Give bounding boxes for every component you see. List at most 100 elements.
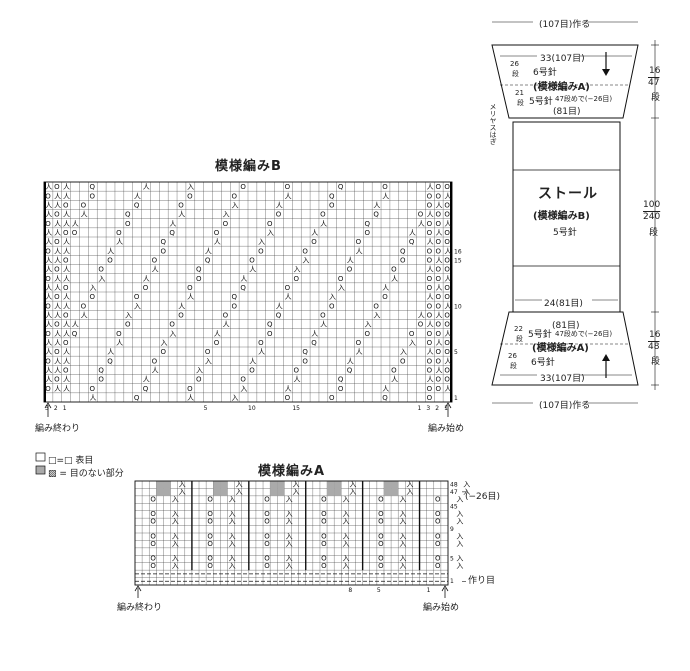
chart-b-symbol: O — [382, 183, 388, 191]
no-stitch-cell — [277, 481, 285, 496]
chart-b-symbol: O — [427, 192, 433, 200]
chart-b-col-number: 1 — [444, 405, 448, 412]
chart-b-symbol: O — [45, 192, 51, 200]
chart-a-symbol: O — [435, 518, 441, 526]
chart-b-symbol: 人 — [285, 192, 292, 200]
chart-b-symbol: 人 — [444, 385, 451, 393]
chart-a-symbol: 入 — [342, 532, 349, 540]
chart-b-lines — [43, 181, 453, 403]
chart-a-symbol: 入 — [236, 480, 243, 488]
chart-b-symbol: O — [152, 357, 158, 365]
chart-b-col-number: 1 — [418, 405, 422, 412]
chart-b-symbol: 人 — [45, 183, 52, 191]
chart-a-symbol: O — [321, 532, 327, 540]
chart-a-symbol: 入 — [229, 562, 236, 570]
chart-b-symbol: O — [267, 220, 273, 228]
chart-a-symbol: O — [207, 518, 213, 526]
chart-a-symbol: 入 — [286, 495, 293, 503]
chart-b-symbol: 人 — [285, 293, 292, 301]
chart-b-symbol: O — [285, 394, 291, 402]
chart-b-symbol: 人 — [45, 257, 52, 265]
chart-b-col-number: 3 — [426, 405, 430, 412]
chart-b-symbol: O — [223, 220, 229, 228]
chart-b-symbol: Q — [231, 293, 237, 301]
chart-b-symbol: 人 — [152, 367, 159, 375]
chart-b-symbol: O — [444, 284, 450, 292]
chart-b-symbol: 入 — [90, 284, 97, 292]
chart-a-symbol: 入 — [286, 518, 293, 526]
chart-b-symbol: 人 — [54, 330, 61, 338]
chart-b-symbol: O — [435, 192, 441, 200]
chart-a-symbol: 入 — [229, 518, 236, 526]
chart-b-symbol: O — [267, 330, 273, 338]
chart-b-symbol: Q — [161, 238, 167, 246]
chart-a-symbol: 入 — [342, 562, 349, 570]
chart-b-symbol: 人 — [45, 202, 52, 210]
chart-b-symbol: Q — [125, 211, 131, 219]
chart-b-symbol: O — [400, 357, 406, 365]
chart-a-symbol: 入 — [286, 540, 293, 548]
chart-a-symbol: 入 — [229, 510, 236, 518]
chart-b-symbol: O — [427, 330, 433, 338]
chart-b-symbol: Q — [400, 247, 406, 255]
chart-a-symbol: 入 — [399, 495, 406, 503]
chart-a-symbol: O — [378, 555, 384, 563]
chart-b-symbol: O — [435, 275, 441, 283]
rows26-top-unit: 段 — [512, 70, 519, 78]
chart-a-symbol: 入 — [456, 555, 463, 563]
chart-a-symbol: O — [264, 518, 270, 526]
chart-a-symbol: 入 — [172, 510, 179, 518]
chart-b-symbol: O — [45, 385, 51, 393]
chart-b-symbol: O — [54, 348, 60, 356]
chart-b-symbol: 人 — [63, 385, 70, 393]
chart-b-symbol: O — [54, 266, 60, 274]
side-top-rows: 47 — [648, 78, 660, 88]
chart-b-symbol: 人 — [45, 211, 52, 219]
chart-b-symbol: O — [427, 385, 433, 393]
chart-b-symbol: 人 — [205, 247, 212, 255]
chart-b-symbol: Q — [267, 321, 273, 329]
chart-a-symbol: 入 — [172, 518, 179, 526]
no-stitch-cell — [327, 481, 335, 496]
chart-b-symbol: O — [427, 284, 433, 292]
chart-b-symbol: O — [400, 257, 406, 265]
chart-a-symbol: 入 — [172, 532, 179, 540]
chart-a-dec-note: (−26目) — [465, 492, 501, 502]
chart-b-symbol: Q — [98, 367, 104, 375]
chart-b-symbol: O — [444, 202, 450, 210]
chart-b-symbol: 人 — [107, 247, 114, 255]
chart-b-symbol: O — [143, 284, 149, 292]
chart-b-symbol: 人 — [249, 266, 256, 274]
chart-b-start-label: 編み始め — [428, 424, 465, 434]
chart-b-symbol: 人 — [382, 284, 389, 292]
chart-b-symbol: 人 — [391, 275, 398, 283]
rows22-bottom-num: 22 — [514, 325, 523, 333]
chart-b-symbol: O — [276, 211, 282, 219]
chart-a-symbol: 入 — [172, 495, 179, 503]
chart-b-symbol: O — [187, 385, 193, 393]
chart-b-symbol: O — [302, 357, 308, 365]
chart-b-symbol: 人 — [444, 275, 451, 283]
chart-b-col-number: 1 — [63, 405, 67, 412]
chart-b-symbol: O — [178, 312, 184, 320]
chart-b-symbol: O — [444, 367, 450, 375]
chart-a-symbol: 入 — [229, 540, 236, 548]
chart-b-symbol: 人 — [63, 357, 70, 365]
chart-b-symbol: 人 — [276, 302, 283, 310]
chart-a-row-number: 47 — [450, 489, 458, 496]
chart-b-symbol: 人 — [444, 302, 451, 310]
chart-a-symbol: O — [378, 532, 384, 540]
chart-b-symbol: 人 — [187, 293, 194, 301]
chart-b-symbol: O — [72, 229, 78, 237]
chart-a-symbol: O — [435, 495, 441, 503]
chart-b-symbol: 人 — [169, 220, 176, 228]
chart-b-symbol: 人 — [435, 229, 442, 237]
chart-b-symbol: 人 — [45, 376, 52, 384]
chart-b-symbol: Q — [311, 339, 317, 347]
chart-b-symbol: 人 — [54, 312, 61, 320]
chart-a-symbol: O — [321, 555, 327, 563]
chart-a-symbol: 入 — [349, 480, 356, 488]
chart-b-symbol: 入 — [302, 257, 309, 265]
chart-b-symbol: O — [178, 202, 184, 210]
chart-a-symbol: 入 — [236, 488, 243, 496]
